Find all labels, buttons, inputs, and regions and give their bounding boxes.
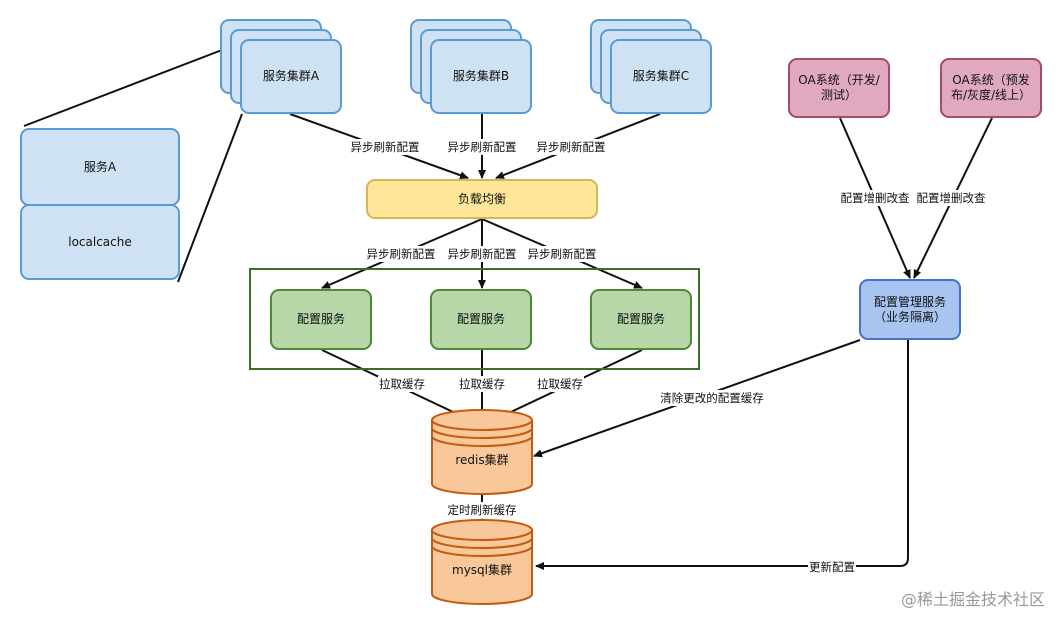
edge-label-pull-cache-3: 拉取缓存: [536, 376, 584, 392]
edge-label-timed-refresh: 定时刷新缓存: [446, 502, 518, 518]
edge-label-pull-cache-2: 拉取缓存: [458, 376, 506, 392]
config-service-3: 配置服务: [590, 289, 692, 350]
config-service-1: 配置服务: [270, 289, 372, 350]
edge-label-crud-1: 配置增删改查: [839, 190, 911, 206]
load-balancer: 负载均衡: [366, 179, 598, 219]
zoom-service-label: 服务A: [83, 159, 117, 174]
config-service-2: 配置服务: [430, 289, 532, 350]
edge-label-clear-cache: 清除更改的配置缓存: [659, 390, 765, 406]
oa-dev-label: OA系统（开发/测试）: [798, 73, 880, 102]
config-management-label: 配置管理服务（业务隔离）: [873, 294, 946, 324]
edge-label-update-config: 更新配置: [808, 559, 856, 575]
edge-label-async-refresh-1: 异步刷新配置: [349, 139, 421, 155]
cluster-b: 服务集群B: [430, 39, 532, 114]
edge-label-async-refresh-4: 异步刷新配置: [365, 246, 437, 262]
cluster-c: 服务集群C: [610, 39, 712, 114]
config-service-1-label: 配置服务: [296, 312, 345, 326]
cluster-c-label: 服务集群C: [632, 69, 690, 83]
config-service-2-label: 配置服务: [456, 312, 505, 326]
zoom-line-top: [23, 39, 249, 127]
config-management-service: 配置管理服务（业务隔离）: [859, 279, 961, 340]
cluster-a-label: 服务集群A: [262, 69, 320, 83]
oa-dev: OA系统（开发/测试）: [788, 58, 890, 118]
edge-label-async-refresh-5: 异步刷新配置: [446, 246, 518, 262]
zoom-cache-box: localcache: [20, 204, 180, 280]
load-balancer-label: 负载均衡: [457, 191, 506, 206]
oa-prod-label: OA系统（预发布/灰度/线上）: [950, 73, 1032, 102]
edge-mgmt-mysql: [535, 340, 909, 570]
redis-node: redis集群: [432, 440, 532, 480]
edge-label-async-refresh-6: 异步刷新配置: [526, 246, 598, 262]
zoom-service-box: 服务A: [20, 128, 180, 206]
edge-label-async-refresh-3: 异步刷新配置: [535, 139, 607, 155]
config-service-group: [249, 268, 700, 370]
config-service-3-label: 配置服务: [616, 312, 665, 326]
zoom-cache-label: localcache: [68, 234, 132, 249]
oa-prod: OA系统（预发布/灰度/线上）: [940, 58, 1042, 118]
redis-label: redis集群: [455, 452, 509, 467]
mysql-cylinder: [431, 519, 533, 605]
mysql-node: mysql集群: [432, 550, 532, 590]
edge-label-async-refresh-2: 异步刷新配置: [446, 139, 518, 155]
cluster-a: 服务集群A: [240, 39, 342, 114]
mysql-label: mysql集群: [452, 562, 512, 577]
edge-label-crud-2: 配置增删改查: [915, 190, 987, 206]
edge-label-pull-cache-1: 拉取缓存: [378, 376, 426, 392]
watermark: @稀土掘金技术社区: [900, 590, 1045, 609]
cluster-b-label: 服务集群B: [452, 69, 510, 83]
redis-cylinder: [431, 409, 533, 495]
zoom-line-bottom: [177, 113, 243, 283]
